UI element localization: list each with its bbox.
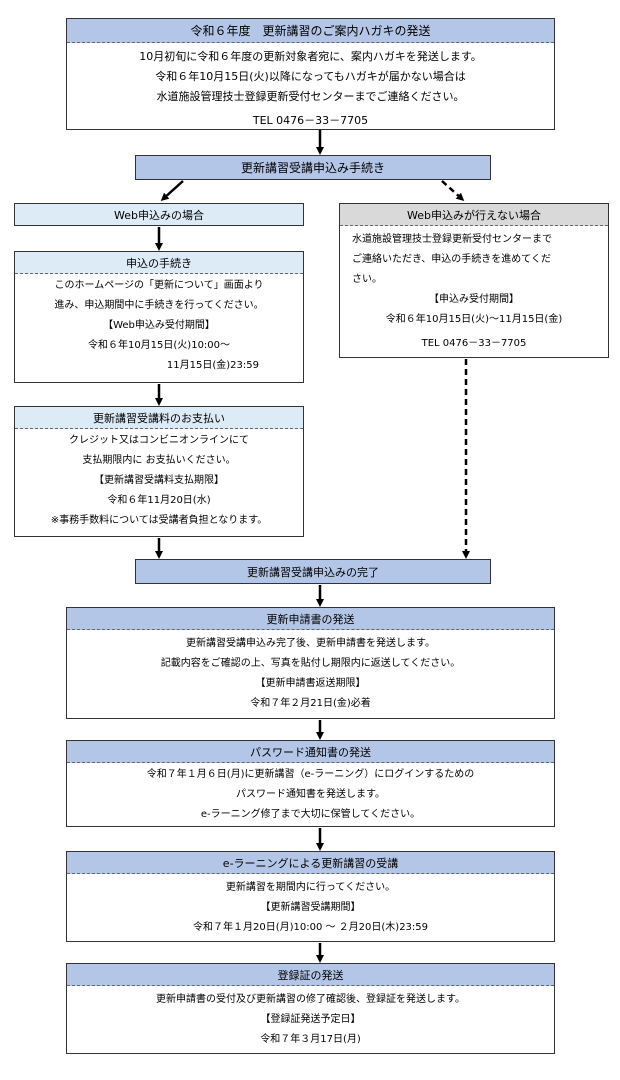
procedure-bar: 更新講習受講申込み手続き [135,155,491,180]
renewal-form-deadline: 令和７年２月21日(金)必着 [250,698,371,709]
certificate-title: 登録証の発送 [67,964,554,986]
no-web-period-heading: 【申込み受付期間】 [429,294,519,305]
certificate-date: 令和７年３月17日(月) [260,1034,361,1045]
notice-phone: TEL 0476－33－7705 [252,114,369,127]
elearning-title: e-ラーニングによる更新講習の受講 [67,852,554,874]
application-title: 申込の手続き [15,252,303,274]
no-web-period: 令和６年10月15日(火)～11月15日(金) [385,314,563,325]
arrow-procedure-to-web [160,180,184,202]
notice-line: 水道施設管理技士登録更新受付センターまでご連絡ください。 [156,90,465,103]
elearning-box: e-ラーニングによる更新講習の受講 更新講習を期間内に行ってください。 【更新講… [66,851,555,942]
elearning-period-heading: 【更新講習受講期間】 [260,902,361,913]
payment-title: 更新講習受講料のお支払い [15,407,303,429]
password-line: パスワード通知書を発送します。 [236,789,385,800]
application-period-end: 11月15日(金)23:59 [166,360,259,371]
notice-line: 令和６年10月15日(火)以降になってもハガキが届かない場合は [155,70,466,83]
password-line: 令和７年１月６日(月)に更新講習（e-ラーニング）にログインするための [146,769,475,780]
no-web-line: ご連絡いただき、申込の手続きを進めてくだ [352,254,551,265]
application-box: 申込の手続き このホームページの「更新について」画面より 進み、申込期間中に手続… [14,251,304,383]
elearning-line: 更新講習を期間内に行ってください。 [225,882,396,893]
arrow-procedure-to-no-web [441,180,465,202]
payment-note: ※事務手数料については受講者負担となります。 [50,515,268,526]
notice-line: 10月初旬に令和６年度の更新対象者宛に、案内ハガキを発送します。 [139,50,482,63]
certificate-line: 更新申請書の受付及び更新講習の修了確認後、登録証を発送します。 [156,994,465,1005]
payment-line: 支払期限内に お支払いください。 [82,455,236,466]
renewal-form-line: 記載内容をご確認の上、写真を貼付し期限内に返送してください。 [160,658,461,669]
complete-bar: 更新講習受講申込みの完了 [135,559,491,584]
certificate-date-heading: 【登録証発送予定日】 [260,1014,361,1025]
payment-deadline: 令和６年11月20日(水) [107,495,211,506]
renewal-form-line: 更新講習受講申込み完了後、更新申請書を発送します。 [186,638,435,649]
no-web-line: さい。 [352,274,382,285]
certificate-box: 登録証の発送 更新申請書の受付及び更新講習の修了確認後、登録証を発送します。 【… [66,963,555,1054]
notice-title: 令和６年度 更新講習のご案内ハガキの発送 [67,19,554,43]
payment-deadline-heading: 【更新講習受講料支払期限】 [94,475,224,486]
application-line: 進み、申込期間中に手続きを行ってください。 [54,300,264,311]
renewal-form-deadline-heading: 【更新申請書返送期限】 [255,678,366,689]
application-period-heading: 【Web申込み受付期間】 [103,320,215,331]
renewal-form-box: 更新申請書の発送 更新講習受講申込み完了後、更新申請書を発送します。 記載内容を… [66,607,555,719]
payment-line: クレジット又はコンビニオンラインにて [69,435,249,446]
application-line: このホームページの「更新について」画面より [54,280,264,291]
renewal-form-title: 更新申請書の発送 [67,608,554,630]
application-period-start: 令和６年10月15日(火)10:00～ [87,340,231,351]
elearning-period: 令和７年１月20日(月)10:00 ～ ２月20日(木)23:59 [192,922,429,933]
password-line: e-ラーニング修了まで大切に保管してください。 [200,809,421,820]
web-branch-label: Web申込みの場合 [14,203,304,226]
no-web-branch-box: Web申込みが行えない場合 水道施設管理技士登録更新受付センターまで ご連絡いた… [339,203,609,358]
no-web-phone: TEL 0476－33－7705 [421,338,527,349]
payment-box: 更新講習受講料のお支払い クレジット又はコンビニオンラインにて 支払期限内に お… [14,406,304,537]
no-web-branch-label: Web申込みが行えない場合 [340,204,608,226]
notice-box: 令和６年度 更新講習のご案内ハガキの発送 10月初旬に令和６年度の更新対象者宛に… [66,18,555,130]
no-web-line: 水道施設管理技士登録更新受付センターまで [352,234,552,245]
password-box: パスワード通知書の発送 令和７年１月６日(月)に更新講習（e-ラーニング）にログ… [66,740,555,827]
password-title: パスワード通知書の発送 [67,741,554,763]
